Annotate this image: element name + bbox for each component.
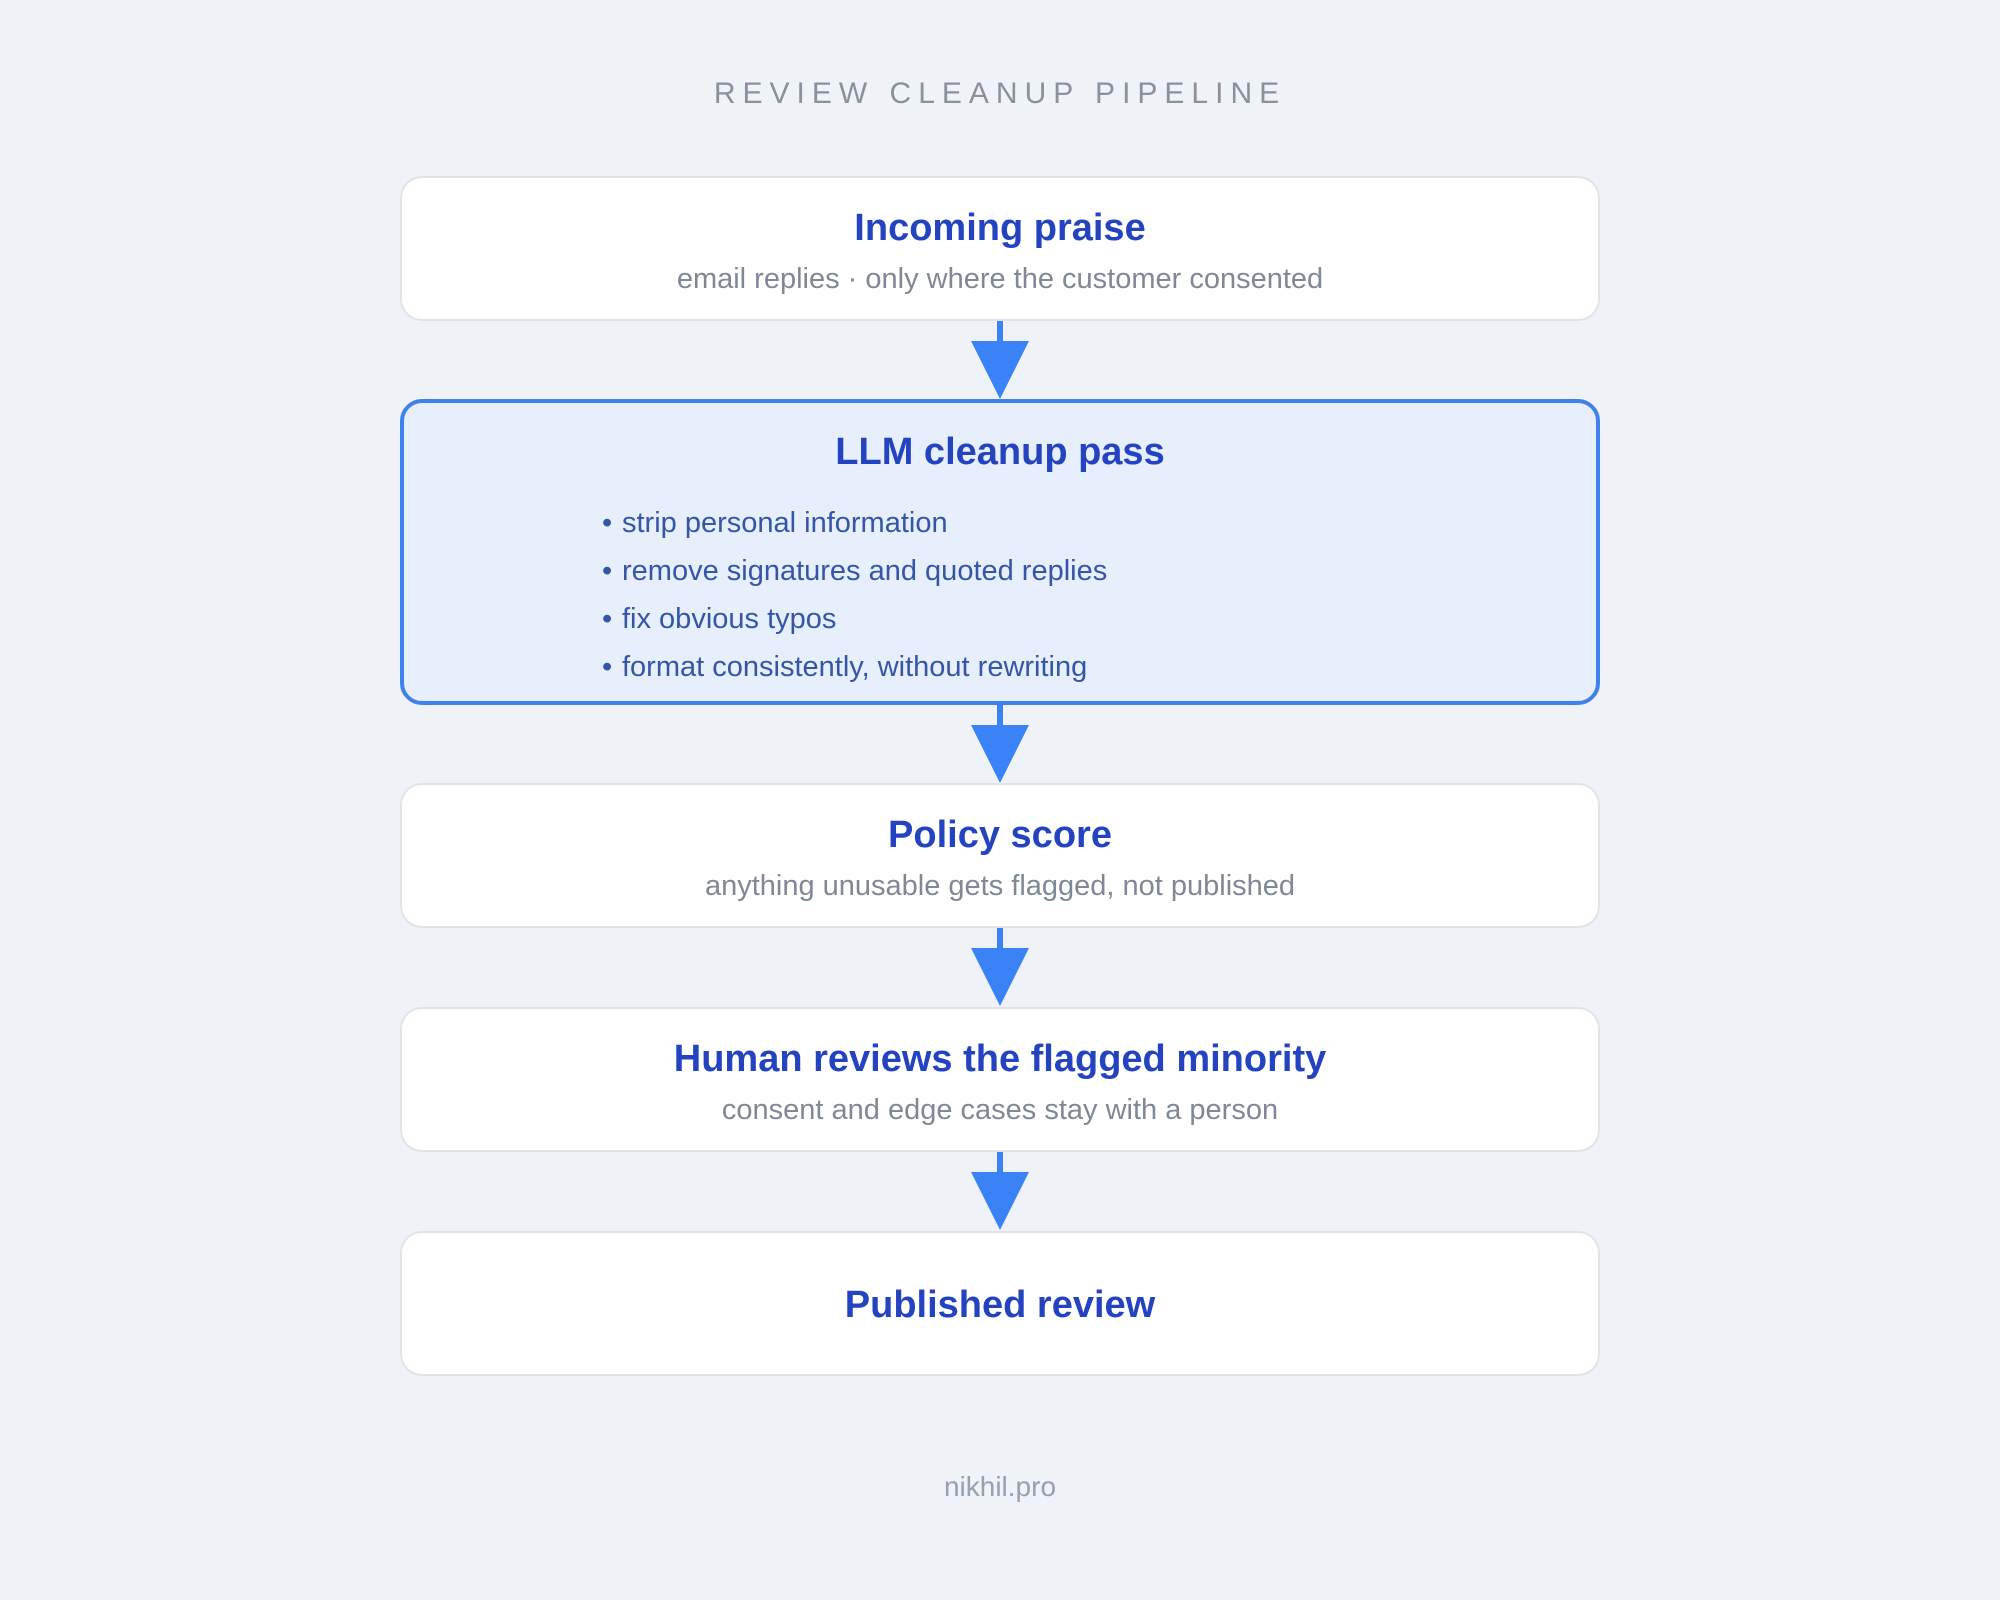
step-subtitle: consent and edge cases stay with a perso… (721, 1094, 1279, 1126)
step-subtitle: anything unusable gets flagged, not publ… (704, 870, 1296, 902)
bullet-icon: • (602, 603, 613, 635)
step-title: Published review (844, 1284, 1156, 1326)
step-title: Human reviews the flagged minority (673, 1038, 1327, 1080)
arrow-down-icon (971, 928, 1029, 1006)
footer-credit: nikhil.pro (943, 1471, 1057, 1502)
step-title: Policy score (888, 814, 1112, 856)
arrow-down-icon (971, 321, 1029, 399)
arrow-down-icon (971, 1152, 1029, 1230)
cleanup-bullet-list: •strip personal information •remove sign… (602, 499, 1107, 691)
bullet-icon: • (602, 555, 613, 587)
step-policy-score: Policy score anything unusable gets flag… (400, 783, 1600, 928)
step-incoming-praise: Incoming praise email replies · only whe… (400, 176, 1600, 321)
bullet-item: •strip personal information (602, 499, 1107, 547)
diagram-title: REVIEW CLEANUP PIPELINE (713, 77, 1287, 110)
step-llm-cleanup-pass: LLM cleanup pass •strip personal informa… (400, 399, 1600, 705)
step-human-review: Human reviews the flagged minority conse… (400, 1007, 1600, 1152)
step-title: Incoming praise (854, 207, 1146, 249)
bullet-item: •remove signatures and quoted replies (602, 547, 1107, 595)
bullet-icon: • (602, 651, 613, 683)
bullet-icon: • (602, 507, 613, 539)
bullet-item: •format consistently, without rewriting (602, 643, 1107, 691)
step-subtitle: email replies · only where the customer … (676, 263, 1324, 295)
bullet-item: •fix obvious typos (602, 595, 1107, 643)
arrow-down-icon (971, 705, 1029, 783)
step-title: LLM cleanup pass (835, 431, 1165, 473)
step-published-review: Published review (400, 1231, 1600, 1376)
